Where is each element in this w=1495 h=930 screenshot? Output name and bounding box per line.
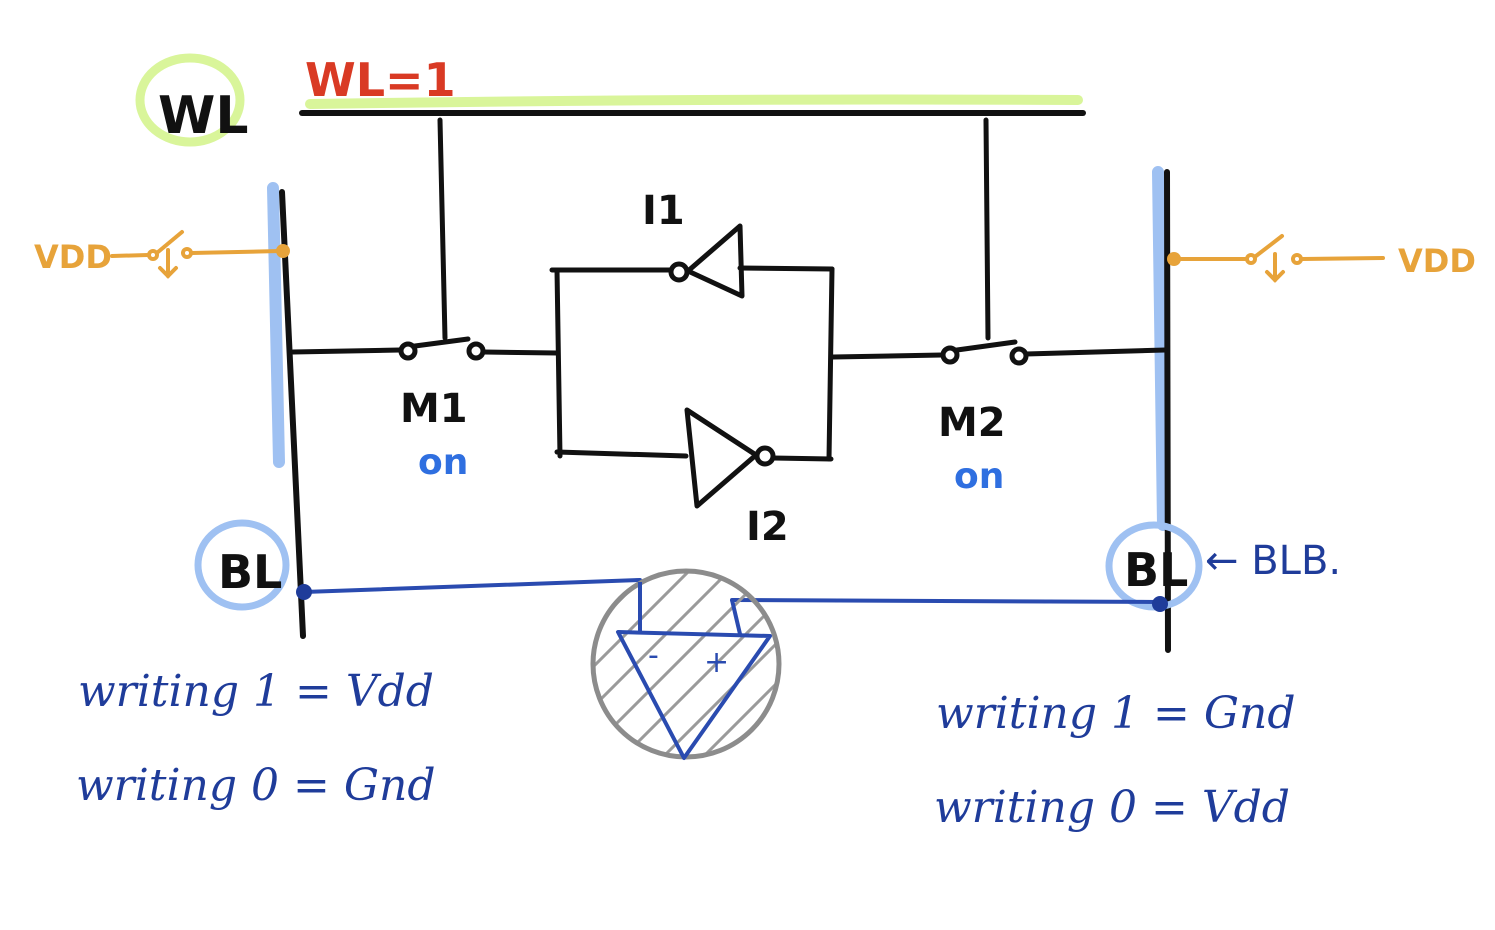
m2-label: M2	[938, 400, 1006, 446]
bl-label: BL	[218, 545, 282, 599]
wordline-highlight	[305, 94, 1083, 109]
vdd-precharge-left	[110, 230, 282, 279]
wl-highlight-circle	[135, 53, 245, 147]
m1-state: on	[418, 442, 468, 483]
m2-gate-line	[983, 117, 991, 341]
blb-node-label: BL	[1124, 543, 1188, 597]
wl-label: WL	[158, 86, 249, 146]
sense-minus: -	[648, 638, 659, 673]
inverter-i2	[684, 407, 776, 509]
blb-arrow-label: ← BLB.	[1205, 538, 1341, 584]
m1-switch	[290, 336, 560, 361]
wl-label-group: WL	[135, 53, 249, 147]
bitline-left-highlight	[267, 182, 285, 468]
note-left-line1: writing 1 = Vdd	[78, 666, 434, 717]
bl-highlight-circle	[194, 519, 290, 611]
m2-switch	[830, 339, 1168, 366]
note-left-line2: writing 0 = Gnd	[76, 760, 436, 811]
vdd-left-node	[276, 244, 290, 258]
vdd-left-label: VDD	[34, 238, 112, 276]
vdd-precharge-right	[1174, 234, 1385, 283]
sense-plus: +	[704, 645, 729, 680]
inverter-i1	[668, 223, 745, 299]
inverter-i1-label: I1	[642, 188, 685, 234]
vdd-right-label: VDD	[1398, 242, 1476, 280]
note-right-line1: writing 1 = Gnd	[936, 688, 1296, 739]
m1-gate-line	[437, 117, 448, 341]
sense-amplifier: - +	[590, 568, 782, 760]
m2-state: on	[954, 456, 1004, 497]
vdd-right-node	[1167, 252, 1181, 266]
latch-wires	[549, 265, 835, 462]
blb-node-dot	[1152, 596, 1168, 612]
bl-node-dot	[296, 584, 312, 600]
bitline-bl	[279, 189, 306, 639]
bl-sense-wire	[302, 578, 642, 594]
note-right-line2: writing 0 = Vdd	[934, 782, 1290, 833]
inverter-i2-label: I2	[746, 504, 789, 550]
bitline-blb	[1164, 169, 1171, 653]
blb-sense-wire	[730, 598, 1162, 604]
m1-label: M1	[400, 386, 468, 432]
